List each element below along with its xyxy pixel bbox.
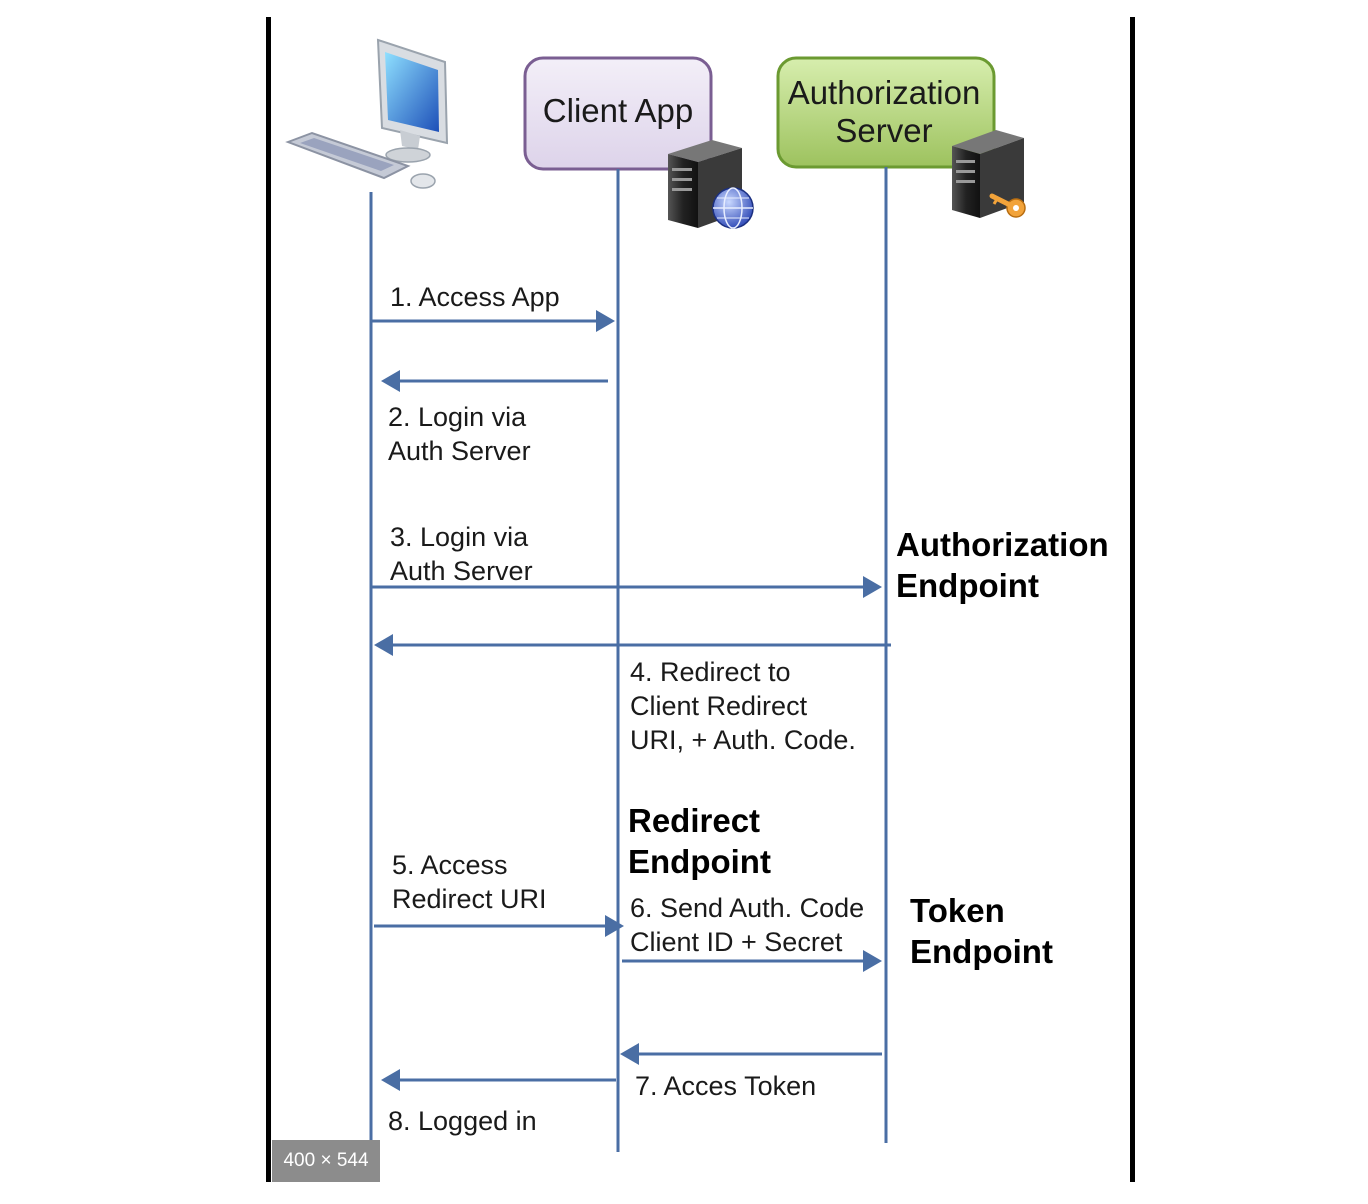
message-2-label: 2. Login via Auth Server: [388, 402, 531, 466]
arrow-1-access-app: [371, 310, 615, 332]
frame-right-border: [1130, 17, 1135, 1182]
redirect-endpoint-label: Redirect Endpoint: [628, 802, 771, 880]
arrow-5-access-redirect-uri: [374, 915, 624, 937]
message-3-label: 3. Login via Auth Server: [390, 522, 533, 586]
arrow-2-login-via-auth-server: [381, 370, 608, 392]
message-1-label: 1. Access App: [390, 282, 560, 312]
arrow-6-send-auth-code: [622, 950, 882, 972]
message-8-label: 8. Logged in: [388, 1106, 537, 1136]
frame-left-border: [266, 17, 271, 1182]
arrow-7-access-token: [620, 1043, 882, 1065]
message-7-label: 7. Acces Token: [635, 1071, 817, 1101]
arrow-4-redirect-to-client: [374, 634, 891, 656]
arrow-8-logged-in: [381, 1069, 616, 1091]
message-6-label: 6. Send Auth. Code Client ID + Secret: [630, 893, 865, 957]
token-endpoint-label: Token Endpoint: [910, 892, 1053, 970]
desktop-computer-icon: [285, 38, 449, 189]
message-5-label: 5. Access Redirect URI: [392, 850, 547, 914]
authorization-endpoint-label: Authorization Endpoint: [896, 526, 1109, 604]
arrow-3-login-via-auth-server: [371, 576, 882, 598]
authorization-server-label: Authorization Server: [787, 74, 981, 149]
message-4-label: 4. Redirect to Client Redirect URI, + Au…: [630, 657, 856, 755]
client-app-label: Client App: [542, 92, 694, 129]
image-size-badge: 400 × 544: [272, 1140, 380, 1182]
web-server-globe-icon: [668, 140, 754, 229]
server-key-icon: [952, 130, 1026, 218]
